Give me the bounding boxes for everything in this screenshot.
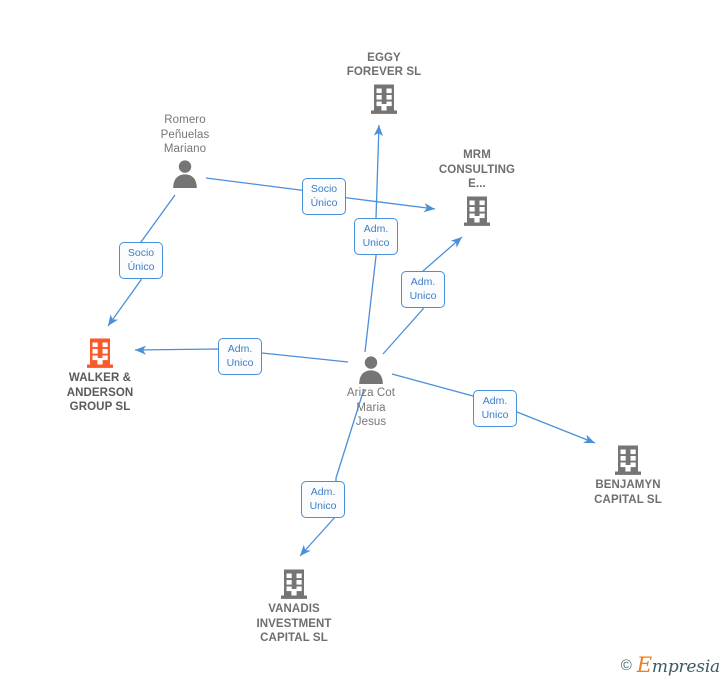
edge-label-romero-walker[interactable]: Socio Único bbox=[119, 242, 163, 279]
arrowhead bbox=[135, 345, 147, 355]
edge-label-ariza-benjamyn[interactable]: Adm. Unico bbox=[473, 390, 517, 427]
copyright-symbol: © bbox=[620, 656, 632, 674]
brand-rest: mpresia bbox=[651, 657, 720, 677]
node-label-mrm: MRM CONSULTING E... bbox=[438, 149, 516, 191]
person-icon bbox=[120, 159, 250, 189]
node-label-romero: Romero Peñuelas Mariano bbox=[160, 114, 210, 156]
node-label-benjamyn: BENJAMYN CAPITAL SL bbox=[594, 479, 662, 506]
building-icon bbox=[35, 336, 165, 370]
building-icon bbox=[563, 443, 693, 477]
graph-node-walker[interactable]: WALKER & ANDERSON GROUP SL bbox=[35, 336, 165, 415]
graph-node-vanadis[interactable]: VANADIS INVESTMENT CAPITAL SL bbox=[229, 567, 359, 646]
brand-initial: E bbox=[636, 653, 652, 677]
brand-name: Empresia bbox=[637, 653, 720, 677]
arrowhead bbox=[583, 434, 595, 444]
empresia-watermark: © Empresia bbox=[621, 653, 720, 677]
node-label-vanadis: VANADIS INVESTMENT CAPITAL SL bbox=[256, 603, 332, 645]
building-icon bbox=[412, 194, 542, 228]
graph-node-benjamyn[interactable]: BENJAMYN CAPITAL SL bbox=[563, 443, 693, 507]
graph-node-romero[interactable]: Romero Peñuelas Mariano bbox=[120, 113, 250, 189]
arrowhead bbox=[300, 544, 311, 556]
edge-label-ariza-eggy[interactable]: Adm. Unico bbox=[354, 218, 398, 255]
node-label-eggy: EGGY FOREVER SL bbox=[346, 51, 422, 79]
edge-label-romero-mrm[interactable]: Socio Único bbox=[302, 178, 346, 215]
graph-node-mrm[interactable]: MRM CONSULTING E... bbox=[412, 148, 542, 228]
person-icon bbox=[306, 355, 436, 385]
building-icon bbox=[319, 82, 449, 116]
node-label-ariza: Ariza Cot Maria Jesus bbox=[346, 387, 396, 429]
edge-label-ariza-vanadis[interactable]: Adm. Unico bbox=[301, 481, 345, 518]
arrowhead bbox=[373, 125, 384, 137]
arrowhead bbox=[108, 314, 119, 326]
graph-node-ariza[interactable]: Ariza Cot Maria Jesus bbox=[306, 355, 436, 430]
graph-node-eggy[interactable]: EGGY FOREVER SL bbox=[319, 51, 449, 116]
arrowhead bbox=[423, 203, 435, 213]
edge-label-ariza-walker[interactable]: Adm. Unico bbox=[218, 338, 262, 375]
arrowhead bbox=[450, 237, 462, 248]
node-label-walker: WALKER & ANDERSON GROUP SL bbox=[66, 372, 134, 414]
building-icon bbox=[229, 567, 359, 601]
edge-label-ariza-mrm[interactable]: Adm. Unico bbox=[401, 271, 445, 308]
